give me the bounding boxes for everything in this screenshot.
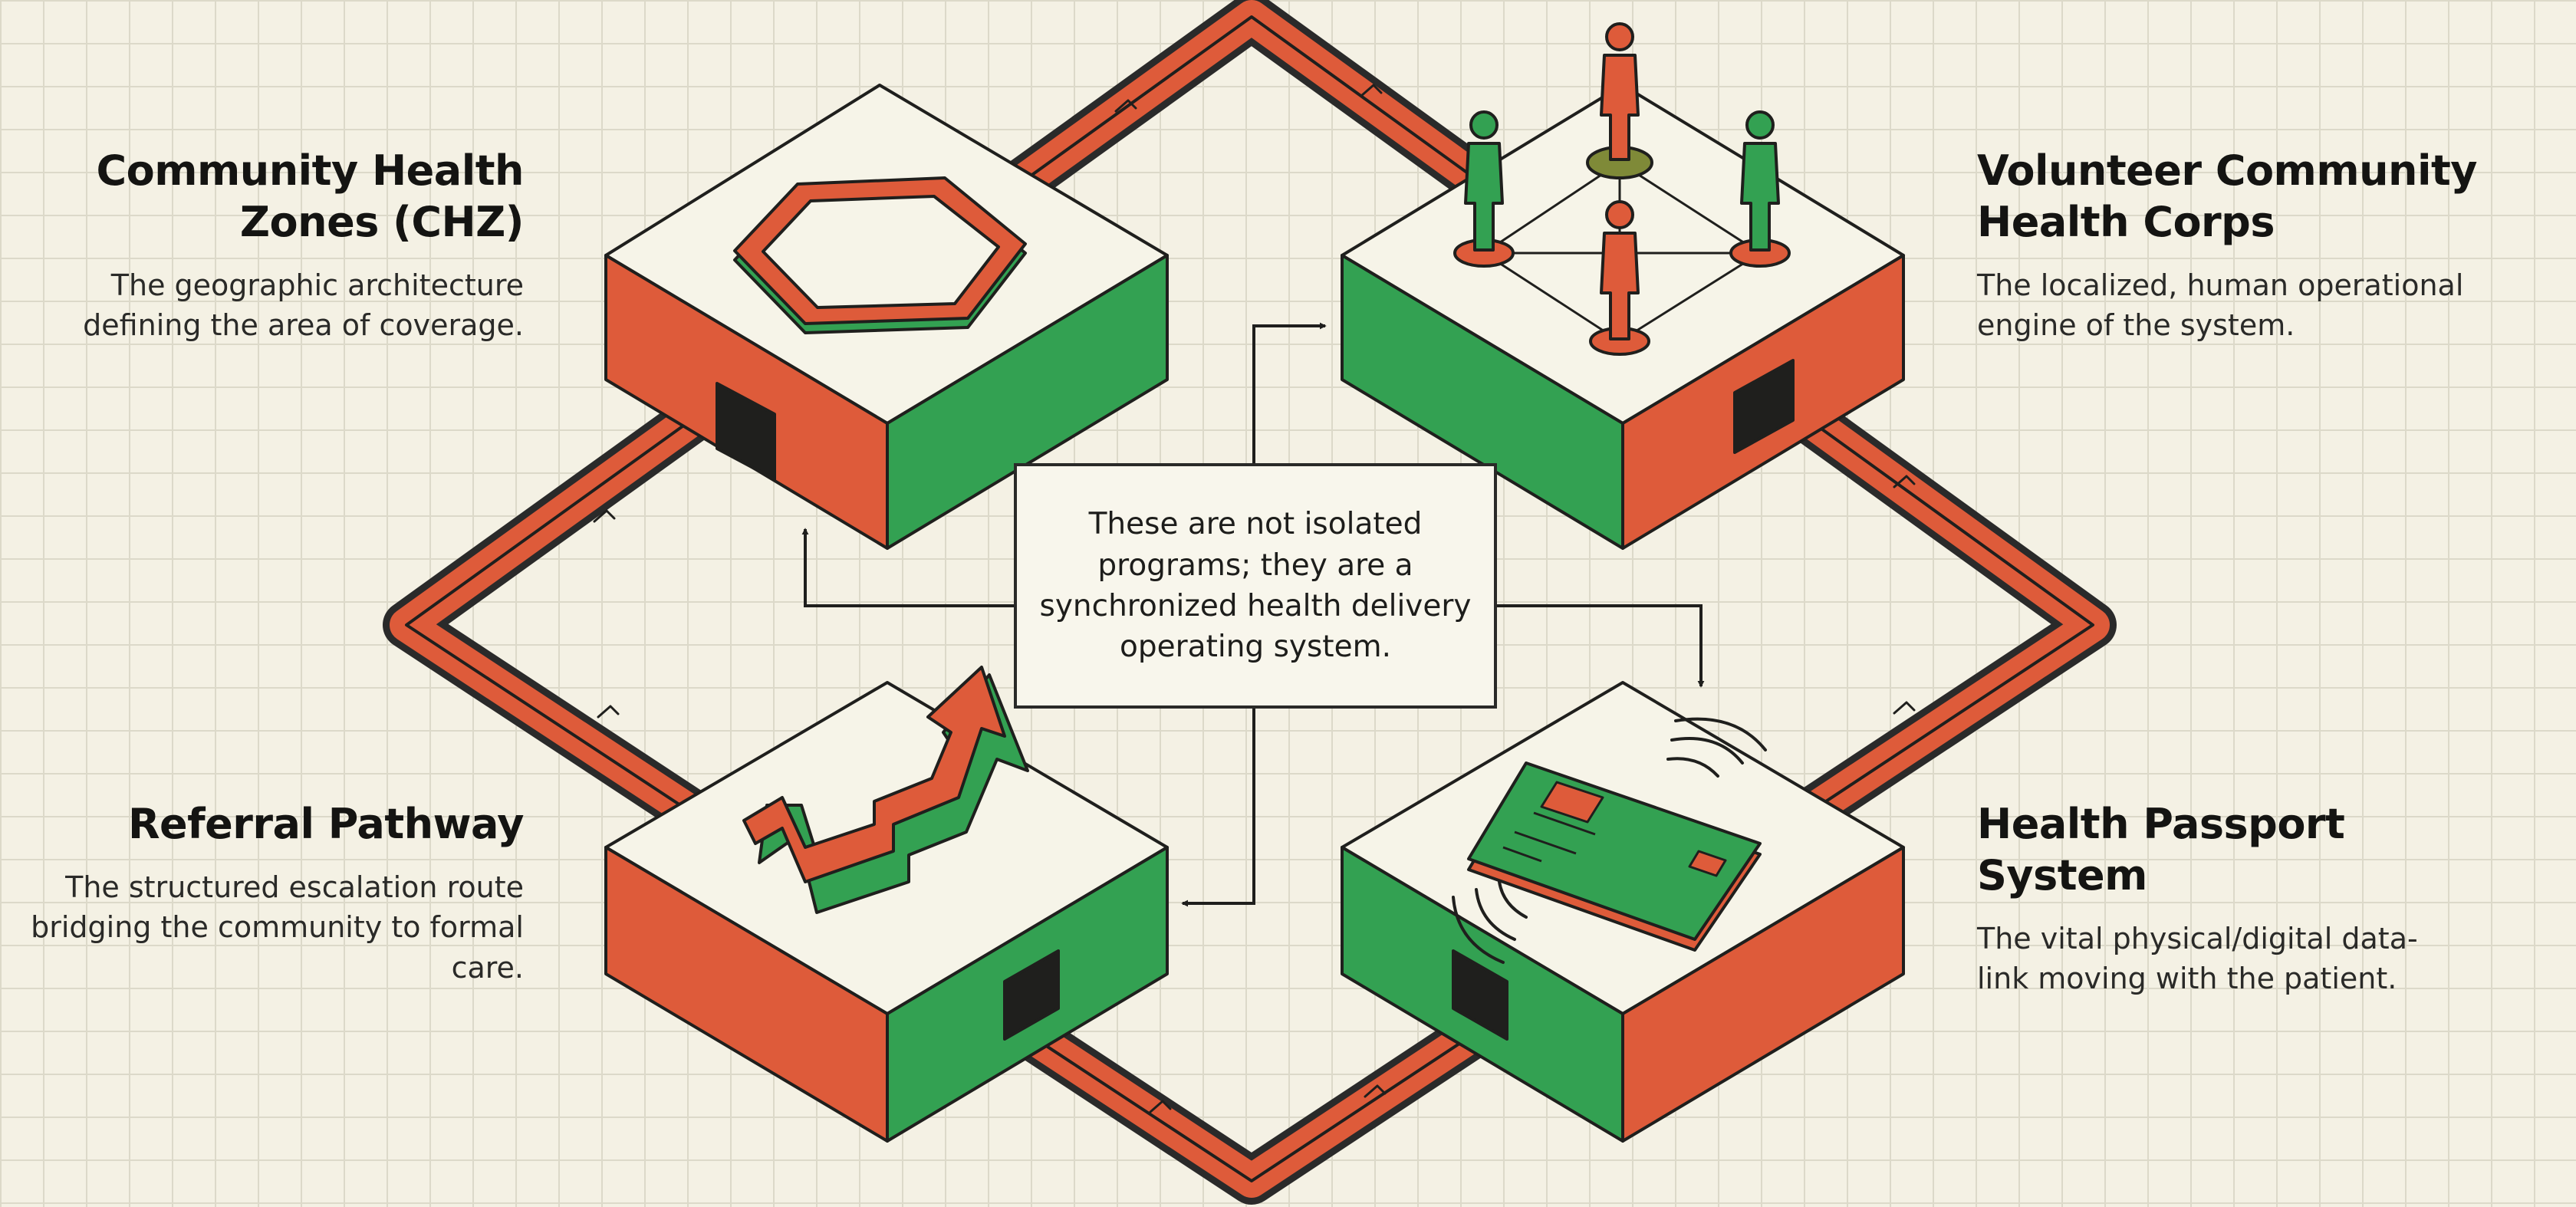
- block-notch: [1003, 949, 1060, 1041]
- rail-joint-marks: [593, 84, 1916, 1113]
- component-description: The structured escalation route bridging…: [31, 870, 524, 985]
- component-description: The geographic architecture defining the…: [83, 268, 524, 343]
- arrow-to-volunteer-corps: [1252, 322, 1327, 463]
- label-health-passport: Health Passport System The vital physica…: [1977, 799, 2468, 999]
- person-figure-back: [1600, 22, 1640, 161]
- block-referral-pathway: [604, 666, 1169, 1143]
- arrow-to-health-passport: [1497, 604, 1705, 688]
- component-title: Volunteer Community Health Corps: [1977, 146, 2478, 246]
- label-volunteer-corps: Volunteer Community Health Corps The loc…: [1977, 146, 2545, 346]
- block-right-face: [886, 254, 1169, 550]
- component-title: Referral Pathway: [127, 800, 525, 848]
- hexagon-zone-icon: [733, 176, 1027, 334]
- arrow-to-community-health-zones: [801, 528, 1014, 607]
- component-title: Health Passport System: [1977, 800, 2345, 899]
- block-volunteer-corps: [1341, 22, 1905, 550]
- escalation-arrow-icon: [742, 666, 1029, 914]
- arrow-to-referral-pathway: [1181, 709, 1255, 907]
- card-chip: [1540, 781, 1604, 824]
- card-tag: [1688, 850, 1727, 877]
- center-message-box: These are not isolated programs; they ar…: [1014, 463, 1497, 709]
- label-community-health-zones: Community Health Zones (CHZ) The geograp…: [18, 146, 524, 346]
- center-message: These are not isolated programs; they ar…: [1039, 507, 1472, 665]
- block-notch: [716, 382, 776, 481]
- person-figure-left: [1464, 110, 1504, 252]
- block-community-health-zones: [604, 84, 1169, 550]
- component-description: The vital physical/digital data-link mov…: [1977, 921, 2418, 996]
- label-referral-pathway: Referral Pathway The structured escalati…: [2, 799, 524, 988]
- smart-card-icon: [1452, 717, 1767, 964]
- block-health-passport: [1341, 681, 1905, 1143]
- block-notch: [1733, 359, 1795, 454]
- block-notch: [1452, 949, 1508, 1041]
- flow-arrows: [801, 322, 1705, 907]
- contactless-waves: [1452, 717, 1767, 964]
- people-network-icon: [1453, 22, 1791, 356]
- component-description: The localized, human operational engine …: [1977, 268, 2464, 343]
- person-figure-front: [1600, 200, 1640, 340]
- person-figure-right: [1740, 110, 1780, 252]
- component-title: Community Health Zones (CHZ): [96, 146, 525, 246]
- block-right-face: [1621, 846, 1905, 1143]
